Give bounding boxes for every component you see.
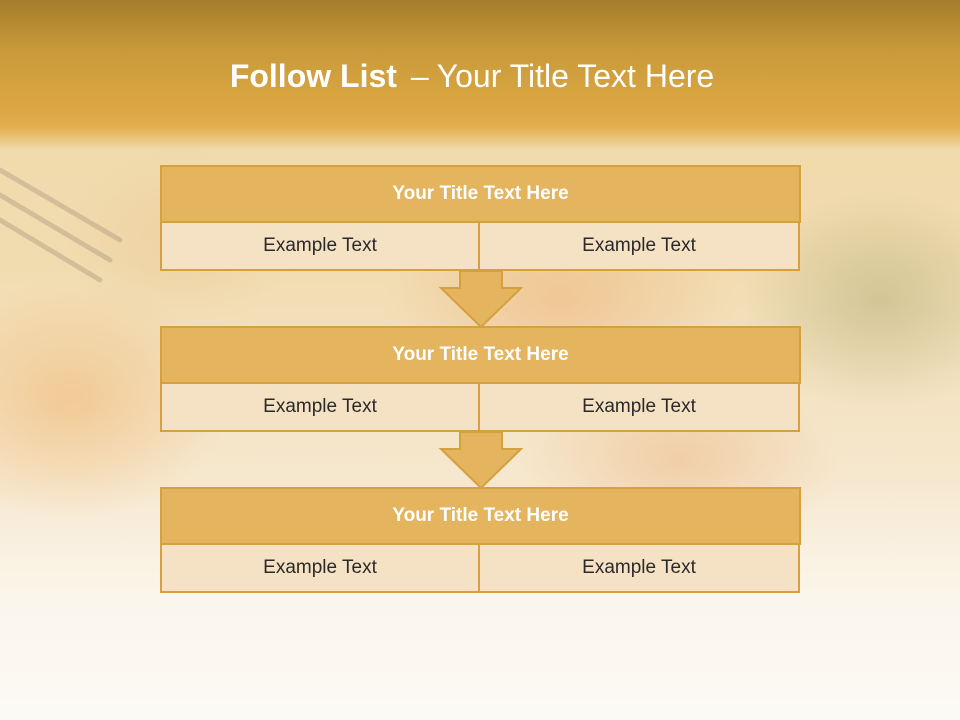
block-row: Example Text Example Text (160, 384, 801, 432)
block-cell-right: Example Text (480, 545, 800, 593)
block-title: Your Title Text Here (160, 487, 801, 545)
block-cell-left: Example Text (160, 223, 480, 271)
block-cell-left: Example Text (160, 545, 480, 593)
block-cell-right: Example Text (480, 223, 800, 271)
block-row: Example Text Example Text (160, 545, 801, 593)
block-cell-right: Example Text (480, 384, 800, 432)
list-block-3: Your Title Text Here Example Text Exampl… (160, 487, 801, 593)
slide-title: Follow List–Your Title Text Here (0, 52, 944, 100)
block-title: Your Title Text Here (160, 165, 801, 223)
title-separator: – (410, 58, 429, 94)
fork-image (0, 167, 123, 283)
header-bar (0, 0, 960, 150)
block-cell-left: Example Text (160, 384, 480, 432)
list-block-2: Your Title Text Here Example Text Exampl… (160, 326, 801, 432)
down-arrow-icon (438, 270, 524, 328)
block-row: Example Text Example Text (160, 223, 801, 271)
block-title: Your Title Text Here (160, 326, 801, 384)
down-arrow-icon (438, 431, 524, 489)
title-rest-part: Your Title Text Here (436, 58, 715, 94)
list-block-1: Your Title Text Here Example Text Exampl… (160, 165, 801, 271)
title-bold-part: Follow List (229, 58, 397, 94)
